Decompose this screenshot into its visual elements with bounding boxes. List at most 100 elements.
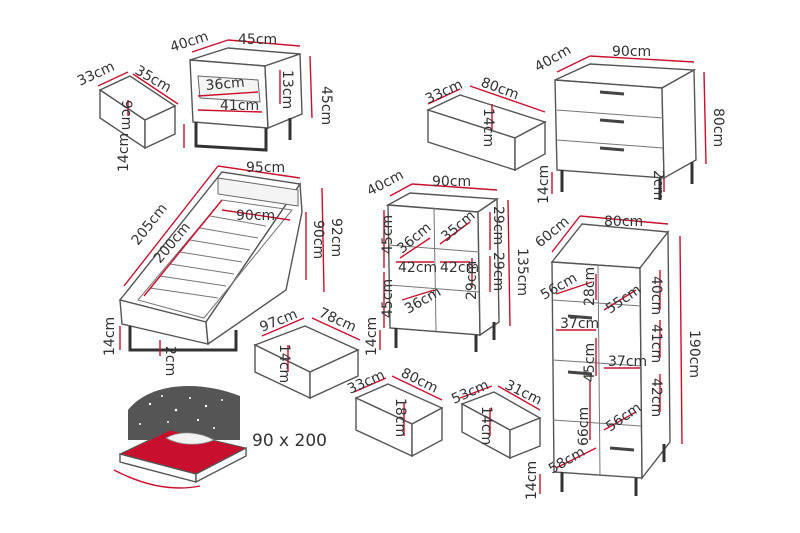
bed-size-label: 90 x 200 <box>252 431 327 451</box>
bookcase-drawer-width-dim <box>391 375 443 401</box>
small-drawer: 53cm 31cm 14cm <box>449 377 544 460</box>
bookcase-comp-7-label: 29cm <box>490 252 506 291</box>
bookcase-depth-dim <box>389 183 413 197</box>
bookcase-shelf-a-label: 45cm <box>380 215 396 254</box>
nightstand-inner-width-label: 36cm <box>205 75 245 94</box>
bookcase-drawer-side <box>411 406 443 458</box>
bed-drawer-depth-dim <box>311 317 361 341</box>
bed-base-side <box>195 446 247 484</box>
pillow <box>165 432 215 445</box>
wardrobe-side <box>639 229 671 481</box>
wardrobe-legs <box>560 444 666 496</box>
nightstand-inner-height-label: 13cm <box>279 70 295 109</box>
bed-inner-width-label: 90cm <box>236 208 275 224</box>
wardrobe-right-1-dim <box>603 289 637 311</box>
dresser-drawer-width-dim <box>469 85 546 113</box>
starry-headboard <box>128 385 240 440</box>
drawer-depth-dim <box>97 71 129 87</box>
wardrobe-right-3-label: 41cm <box>648 324 664 363</box>
nightstand-height-label: 45cm <box>318 86 334 125</box>
dresser: 40cm 90cm 80cm 14cm 2cm <box>532 42 726 204</box>
bed-width-label: 95cm <box>246 160 285 176</box>
bed-headboard <box>217 177 299 207</box>
dresser-drawer-depth-dim <box>427 88 461 105</box>
dresser-drawer-side <box>514 120 546 172</box>
nightstand-width-label: 45cm <box>238 32 277 48</box>
bed-leg <box>128 326 238 352</box>
dresser-divider-2 <box>556 139 664 149</box>
wardrobe-right-2-label: 40cm <box>648 276 664 315</box>
dresser-depth-label: 40cm <box>532 42 574 75</box>
nightstand-side <box>264 53 303 130</box>
drawer-height-label: 9cm <box>118 100 134 130</box>
bookcase-divider <box>433 207 437 332</box>
wardrobe-width-label: 80cm <box>604 214 643 230</box>
dresser-clearance-label: 2cm <box>650 170 666 200</box>
wardrobe: 60cm 80cm 190cm 14cm 56cm 28cm 37cm 45cm… <box>524 214 702 500</box>
dresser-height-dim <box>703 71 707 165</box>
nightstand-width-dim <box>227 39 301 47</box>
bed-slats <box>149 215 267 299</box>
small-drawer-height-label: 14cm <box>478 406 494 445</box>
wardrobe-right-5-label: 42cm <box>648 378 664 417</box>
dresser-drawer-height-label: 14cm <box>480 108 496 147</box>
nightstand-leg <box>194 122 268 152</box>
dresser-height-label: 80cm <box>710 108 726 147</box>
bookcase-comp-3-label: 42cm <box>398 260 437 276</box>
bed-length-dim <box>123 165 219 287</box>
wardrobe-height-label: 190cm <box>686 330 702 378</box>
bookcase-height-label: 135cm <box>514 248 530 296</box>
dresser-handle-3 <box>599 146 625 152</box>
bookcase-comp-8-label: 42cm <box>440 260 479 276</box>
dresser-legs <box>560 162 694 200</box>
drawer-width-dim <box>132 73 179 105</box>
headboard-stars <box>139 395 223 429</box>
wardrobe-width-dim <box>579 215 669 225</box>
bookcase-comp-1-dim <box>399 237 431 259</box>
dresser-drawer: 33cm 80cm 14cm <box>423 75 547 172</box>
nightstand-height-dim <box>309 55 313 119</box>
wardrobe-left-3-label: 37cm <box>560 316 599 332</box>
wardrobe-left-2-label: 28cm <box>582 267 598 306</box>
bookcase-shelf-1 <box>388 244 480 253</box>
bookcase-leg-label: 14cm <box>364 317 380 356</box>
bed-drawer-depth-label: 78cm <box>316 305 358 336</box>
dresser-width-label: 90cm <box>612 44 651 60</box>
wardrobe-center-divider <box>597 264 601 476</box>
wardrobe-right-6-dim <box>603 411 637 431</box>
bed-inner-height-label: 90cm <box>310 220 326 259</box>
bed-drawer: 97cm 78cm 14cm <box>253 305 361 400</box>
wardrobe-shelf-3 <box>552 419 642 427</box>
wardrobe-right-4-label: 37cm <box>608 354 647 370</box>
wardrobe-left-4-label: 45cm <box>582 343 598 382</box>
bookcase: 40cm 90cm 135cm 45cm 45cm 14cm 36cm 35cm… <box>364 167 530 356</box>
bookcase-width-dim <box>411 183 498 191</box>
bed-leg-label: 14cm <box>102 317 118 356</box>
bookcase-shelf-2 <box>388 284 480 293</box>
bed-scene: 90 x 200 <box>113 385 327 489</box>
bed: 205cm 95cm 200cm 90cm 92cm 90cm 14cm 2cm <box>102 160 344 376</box>
bookcase-comp-6-label: 29cm <box>464 261 480 300</box>
bookcase-shelf-b-label: 45cm <box>380 279 396 318</box>
wardrobe-drawer-handle <box>609 446 635 452</box>
nightstand-depth-label: 40cm <box>168 28 210 55</box>
bed-inner-width-dim <box>221 209 291 221</box>
dresser-width-dim <box>589 55 695 63</box>
wardrobe-leg-label: 14cm <box>524 461 540 500</box>
bookcase-comp-4-dim <box>401 289 435 301</box>
drawer-side-face <box>144 104 176 150</box>
bed-clearance-label: 2cm <box>162 346 178 376</box>
dresser-handle-1 <box>599 90 625 96</box>
dresser-front <box>554 79 665 179</box>
bed-head-height-label: 92cm <box>328 218 344 257</box>
dresser-side <box>661 68 697 180</box>
bed-drawer-width-dim <box>261 317 305 337</box>
dresser-divider-1 <box>556 109 664 119</box>
nightstand-inner-width-lower-label: 41cm <box>220 98 259 114</box>
small-drawer-width-dim <box>497 385 541 411</box>
wardrobe-left-5-label: 66cm <box>576 407 592 446</box>
wardrobe-rail-2 <box>567 370 593 376</box>
wardrobe-rail-1 <box>567 314 593 320</box>
bookcase-drawer-depth-dim <box>353 377 387 393</box>
